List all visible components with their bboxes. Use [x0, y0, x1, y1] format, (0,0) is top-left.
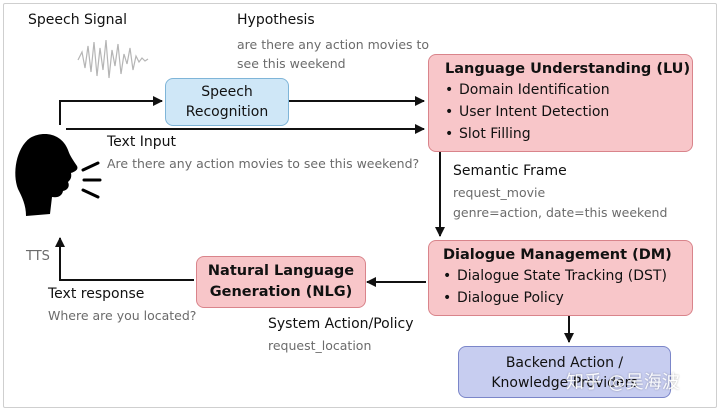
text-response-text: Where are you located?: [48, 308, 197, 323]
semantic-frame-line1: request_movie: [453, 185, 546, 200]
system-action-text: request_location: [268, 338, 372, 353]
tts-label: TTS: [26, 249, 50, 264]
text-response-label: Text response: [48, 286, 145, 302]
lu-item-domain-identification: Domain Identification: [445, 79, 692, 101]
text-input-text: Are there any action movies to see this …: [107, 156, 420, 171]
nlg-line2: Generation (NLG): [209, 284, 353, 300]
backend-line2: Knowledge Providers: [491, 375, 638, 391]
hypothesis-text-line1: are there any action movies to: [237, 37, 430, 52]
nlg-line1: Natural Language: [207, 263, 355, 279]
lu-item-user-intent-detection: User Intent Detection: [445, 101, 692, 123]
nlg-box: Natural Language Generation (NLG): [196, 256, 366, 308]
hypothesis-label: Hypothesis: [237, 12, 315, 28]
semantic-frame-label: Semantic Frame: [453, 163, 567, 179]
watermark: 知乎 @吴海波: [566, 372, 680, 393]
speech-signal-label: Speech Signal: [28, 12, 128, 28]
dm-item-dialogue-state-tracking: Dialogue State Tracking (DST): [443, 265, 692, 287]
hypothesis-text-line2: see this weekend: [237, 56, 346, 71]
lu-title: Language Understanding (LU): [445, 61, 691, 77]
diagram-frame: [3, 3, 717, 408]
backend-line1: Backend Action /: [505, 355, 624, 371]
semantic-frame-line2: genre=action, date=this weekend: [453, 205, 668, 220]
language-understanding-box: Language Understanding (LU) Domain Ident…: [428, 54, 693, 152]
arrow-speech-to-asr: [59, 96, 163, 125]
dialogue-management-box: Dialogue Management (DM) Dialogue State …: [428, 240, 693, 316]
text-input-label: Text Input: [107, 134, 177, 150]
dm-title: Dialogue Management (DM): [443, 247, 672, 263]
system-action-label: System Action/Policy: [268, 316, 414, 332]
arrow-nlg-to-speaker: [55, 237, 194, 281]
speech-recognition-line1: Speech: [201, 84, 253, 100]
speech-recognition-line2: Recognition: [185, 104, 269, 120]
lu-item-slot-filling: Slot Filling: [445, 123, 692, 145]
speaker-voice-lines-icon: [81, 161, 102, 199]
speaker-head-icon: [15, 134, 78, 216]
speech-waveform: [77, 39, 149, 79]
speech-recognition-box: Speech Recognition: [165, 78, 289, 126]
dm-item-dialogue-policy: Dialogue Policy: [443, 287, 692, 309]
backend-knowledge-box: Backend Action / Knowledge Providers: [458, 346, 671, 398]
